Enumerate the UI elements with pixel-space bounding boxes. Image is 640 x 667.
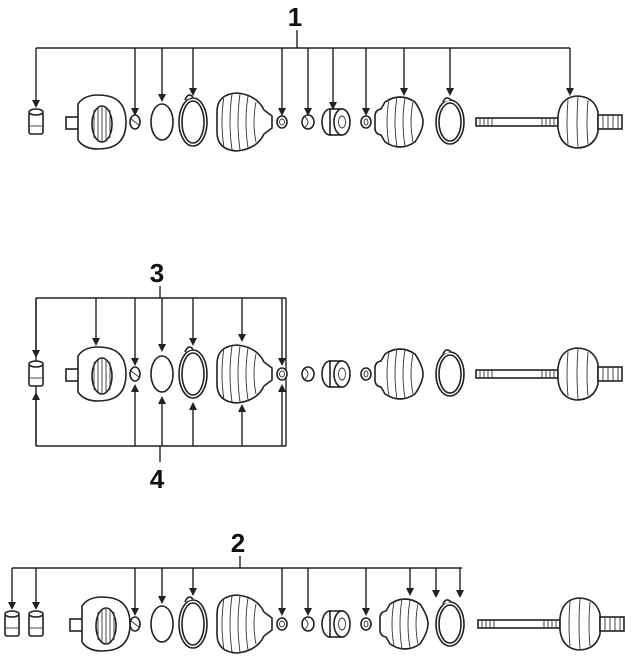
leader-lines-3-4: [32, 298, 286, 446]
large-boot-clamp-part: [178, 596, 208, 649]
dust-seal-part: [301, 616, 315, 632]
retainer-ring-part: [150, 605, 174, 643]
center-bearing-part: [321, 360, 351, 388]
callout-3: 3: [150, 258, 164, 288]
circlip-part: [129, 616, 141, 632]
center-bearing-part: [321, 108, 351, 136]
inner-boot-clamp-part: [435, 599, 465, 647]
stop-ring-part: [28, 360, 44, 387]
large-boot-clamp-part: [178, 94, 208, 147]
leader-lines-1: [32, 48, 574, 116]
retainer-ring-part: [150, 355, 174, 393]
outer-cv-joint-part: [69, 596, 131, 652]
leader-lines-2: [8, 568, 464, 616]
axle-shaft-inner-joint-part: [477, 597, 625, 651]
center-bearing-part: [321, 610, 351, 638]
retainer-ring-part: [150, 103, 174, 141]
assembly-2: 2: [4, 528, 625, 654]
snap-ring-part: [360, 617, 372, 631]
stop-ring-part: [28, 610, 44, 637]
callout-2: 2: [231, 528, 245, 558]
outer-cv-joint-part: [65, 346, 127, 402]
assembly-3-4: 3 4: [28, 258, 623, 494]
large-boot-clamp-part: [178, 346, 208, 399]
callout-1: 1: [288, 2, 302, 32]
inner-boot-clamp-part: [435, 349, 465, 397]
small-boot-clamp-part: [276, 367, 288, 381]
axle-shaft-inner-joint-part: [475, 95, 623, 149]
circlip-part: [129, 114, 141, 130]
circlip-part: [129, 366, 141, 382]
inner-boot-part: [374, 348, 424, 400]
callout-4: 4: [150, 464, 165, 494]
outer-boot-part: [216, 594, 273, 654]
outer-boot-part: [216, 92, 273, 152]
dust-seal-part: [301, 366, 315, 382]
inner-boot-clamp-part: [435, 97, 465, 145]
inner-boot-part: [379, 598, 429, 650]
inner-boot-part: [374, 96, 424, 148]
outer-boot-part: [216, 344, 273, 404]
snap-ring-part: [360, 367, 372, 381]
small-boot-clamp-part: [276, 617, 288, 631]
outer-cv-joint-part: [65, 94, 127, 150]
assembly-1: 1: [28, 2, 623, 152]
stop-ring-part: [28, 108, 44, 135]
small-boot-clamp-part: [276, 115, 288, 129]
stop-ring-part: [4, 610, 20, 637]
dust-seal-part: [301, 114, 315, 130]
axle-shaft-inner-joint-part: [475, 347, 623, 401]
snap-ring-part: [360, 115, 372, 129]
